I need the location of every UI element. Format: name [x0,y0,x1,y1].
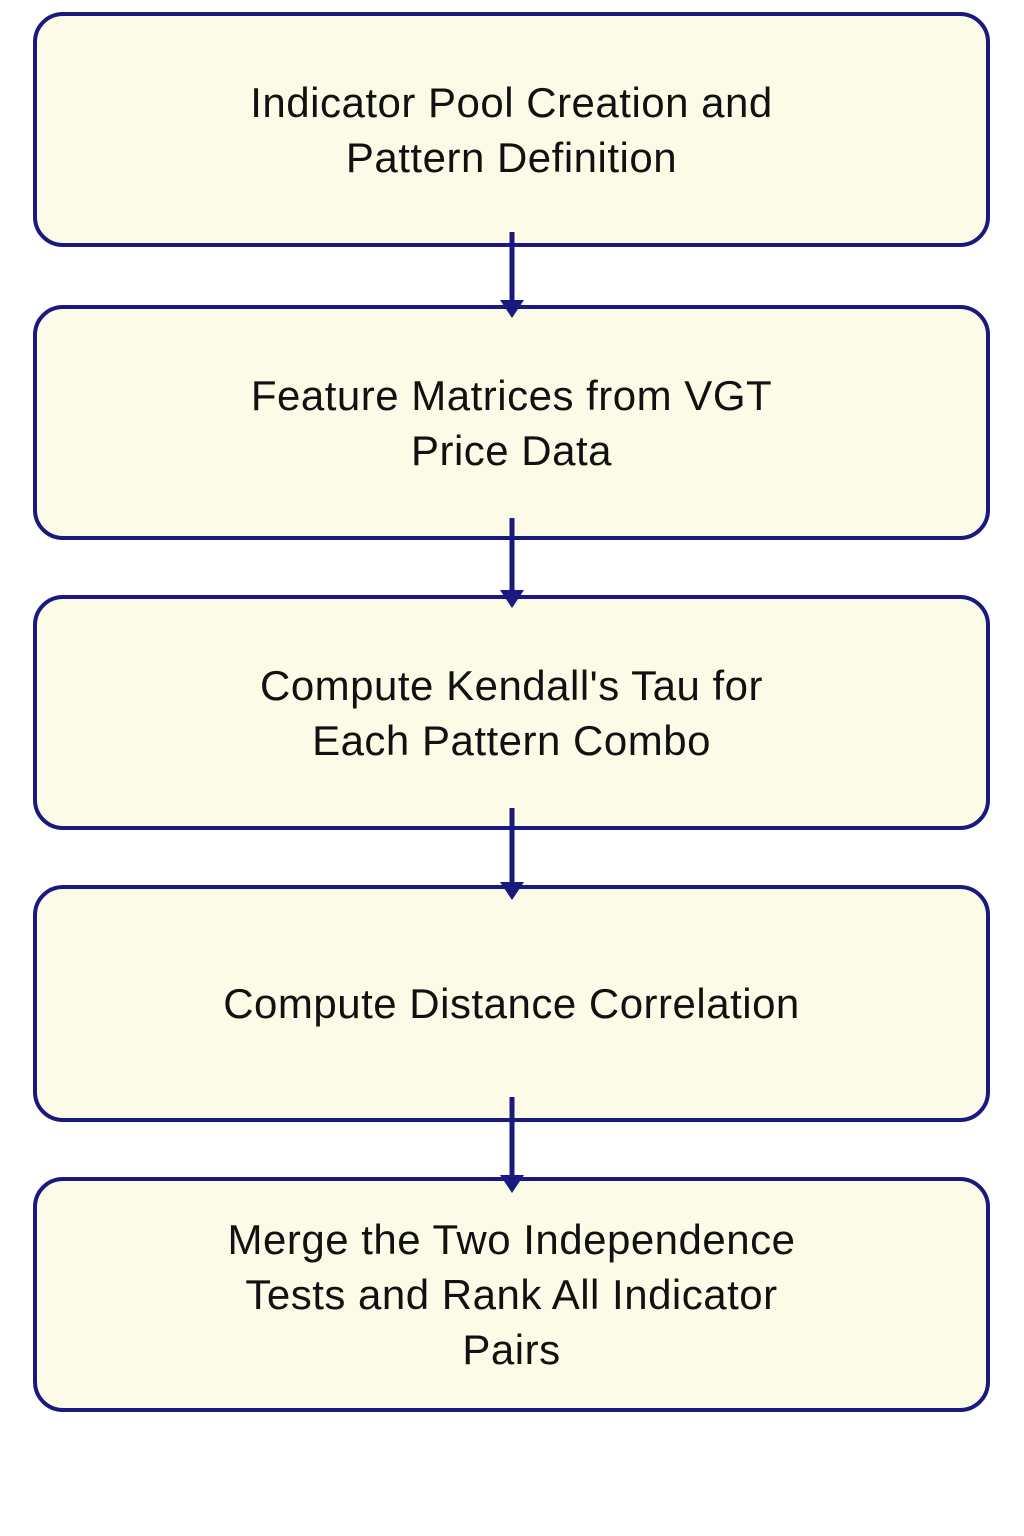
flow-step-label: Compute Distance Correlation [223,980,800,1027]
arrow-down-icon [492,518,532,608]
flow-step-label: Indicator Pool Creation and Pattern Defi… [250,78,773,181]
flow-step-label: Merge the Two Independence Tests and Ran… [227,1216,796,1373]
flow-step-indicator-pool: Indicator Pool Creation and Pattern Defi… [33,12,990,247]
flow-step-label: Feature Matrices from VGT Price Data [250,371,773,474]
flow-step-feature-matrices: Feature Matrices from VGT Price Data [33,305,990,540]
flow-step-merge-rank: Merge the Two Independence Tests and Ran… [33,1177,990,1412]
flow-step-distance-correlation: Compute Distance Correlation [33,885,990,1122]
arrow-down-icon [492,1097,532,1193]
flow-step-label: Compute Kendall's Tau for Each Pattern C… [259,661,764,764]
arrow-down-icon [492,808,532,900]
flow-step-kendalls-tau: Compute Kendall's Tau for Each Pattern C… [33,595,990,830]
arrow-down-icon [492,232,532,318]
